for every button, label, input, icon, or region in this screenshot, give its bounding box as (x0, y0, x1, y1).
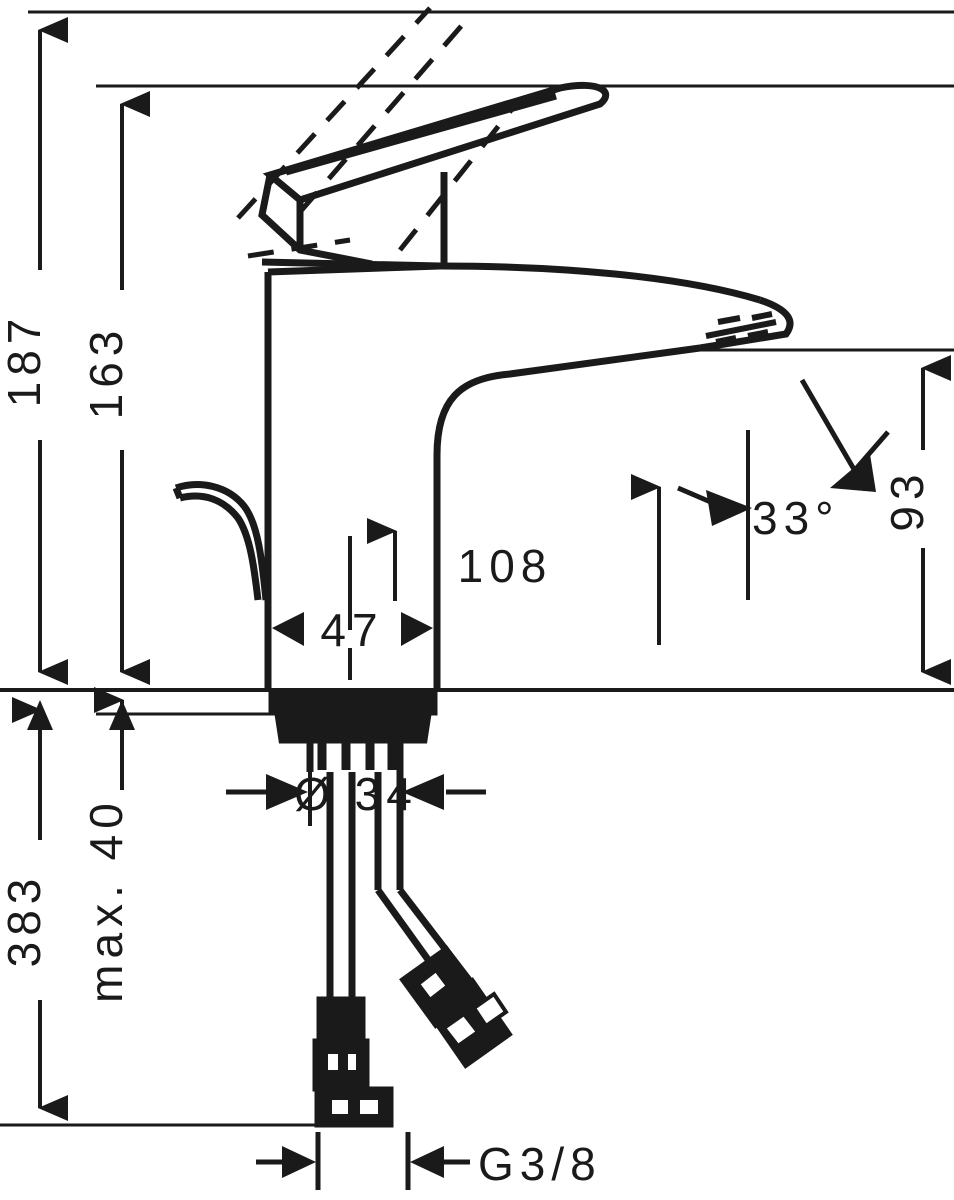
dimension-g38-left-arrow (282, 1146, 316, 1178)
dimension-187 (28, 10, 954, 685)
faucet-body-outline (264, 262, 794, 690)
supply-hoses (312, 772, 513, 1128)
dimension-93 (700, 348, 954, 685)
dimension-93-label: 93 (881, 468, 933, 531)
dimension-383 (0, 697, 320, 1127)
dimension-diameter-34 (226, 744, 486, 826)
dimension-47-left-arrow (272, 612, 304, 646)
lever-handle (258, 81, 610, 270)
dimension-d34-left-arrow (266, 774, 308, 810)
popup-waste-rod (172, 481, 270, 601)
dimension-thread-g38 (256, 1132, 470, 1190)
lever-ghost-position (236, 6, 518, 259)
dimension-163 (96, 84, 954, 685)
dimension-angle-right-arrow (830, 454, 876, 492)
dimension-d34-right-arrow (402, 774, 444, 810)
dimension-187-label: 187 (0, 313, 50, 408)
dimension-g38-right-arrow (410, 1146, 444, 1178)
dimension-47-label: 47 (320, 604, 383, 656)
dimension-angle-left-arrow (706, 490, 752, 526)
dimension-d34-label: Ø 34 (294, 768, 418, 820)
dimension-47-right-arrow (401, 612, 433, 646)
dimension-max40-label: max. 40 (80, 797, 132, 1003)
dimension-max40 (94, 687, 320, 790)
dimension-108 (348, 430, 750, 645)
mounting-shank (268, 690, 438, 772)
aerator-outlet-detail (699, 311, 787, 351)
dimension-g38-label: G3/8 (478, 1138, 602, 1190)
drawing-geometry: 187 163 383 max. 40 (0, 6, 954, 1190)
dimension-383-label: 383 (0, 873, 50, 968)
dimension-163-label: 163 (80, 325, 132, 420)
dimension-383-top-arrow (27, 700, 53, 730)
dimension-max40-top-arrow (109, 700, 135, 730)
dimension-angle-33-label: 33° (752, 492, 840, 544)
dimension-108-label: 108 (458, 540, 553, 592)
